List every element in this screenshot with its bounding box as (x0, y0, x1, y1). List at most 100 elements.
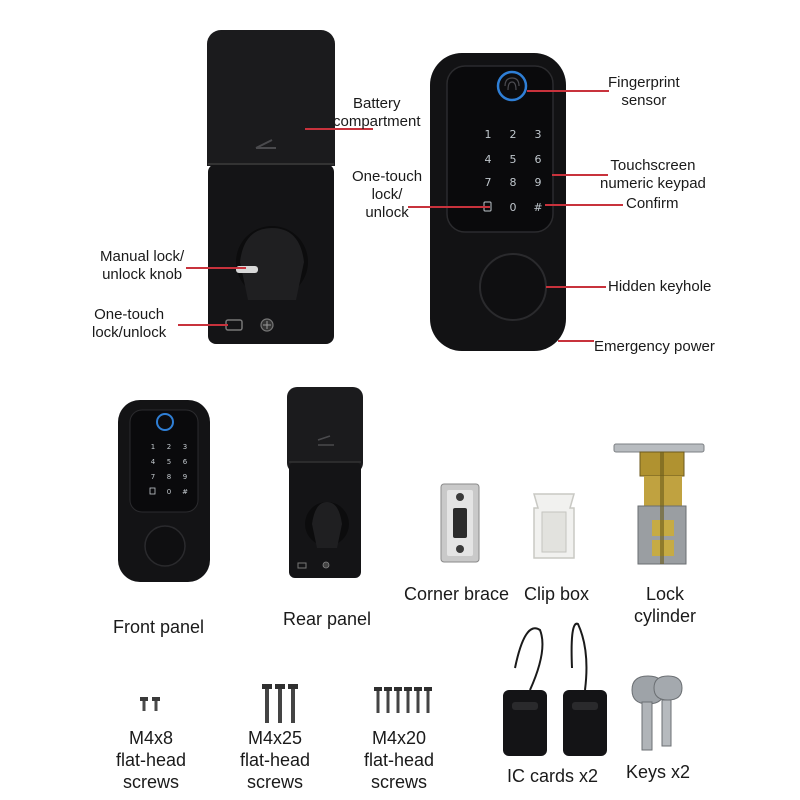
label-line: numeric keypad (600, 175, 706, 192)
label-line: flat-head (116, 750, 187, 770)
key-icon (653, 675, 683, 747)
mini-key-3: 3 (183, 443, 187, 451)
callout-line-onetouch-rear (178, 324, 228, 326)
screw-icon (374, 687, 382, 713)
label-line: screws (123, 772, 180, 792)
label-line: sensor (621, 92, 667, 109)
label-confirm: Confirm (626, 195, 679, 212)
mini-key-1: 1 (151, 443, 155, 451)
label-lock-cylinder: Lock cylinder (634, 583, 696, 627)
mini-key-6: 6 (183, 458, 188, 466)
screw-icon (288, 684, 298, 723)
key-5[interactable]: 5 (510, 153, 517, 166)
callout-line-keypad (552, 174, 608, 176)
mini-key-2: 2 (167, 443, 171, 451)
callout-line-knob (186, 267, 246, 269)
label-rear-panel: Rear panel (283, 609, 372, 629)
label-m4x25: M4x25 flat-head screws (240, 727, 310, 793)
label-m4x8: M4x8 flat-head screws (116, 727, 186, 793)
label-line: Lock (646, 584, 685, 604)
label-line: Manual lock/ (100, 248, 185, 265)
label-front-panel: Front panel (113, 617, 205, 637)
key-8[interactable]: 8 (510, 176, 517, 189)
key-2[interactable]: 2 (510, 128, 517, 141)
key-3[interactable]: 3 (535, 128, 542, 141)
label-line: Fingerprint (608, 74, 680, 91)
label-line: M4x25 (248, 728, 303, 748)
mini-key-7: 7 (151, 473, 155, 481)
label-line: Touchscreen (610, 157, 696, 174)
label-line: unlock knob (102, 266, 183, 283)
mini-key-9: 9 (183, 473, 187, 481)
label-one-touch-front: One-touch lock/ unlock (352, 168, 422, 222)
mini-lock-key-icon (149, 487, 156, 495)
label-line: M4x20 (372, 728, 427, 748)
label-clip-box: Clip box (524, 584, 590, 604)
label-manual-knob: Manual lock/ unlock knob (100, 248, 184, 284)
label-line: compartment (333, 113, 421, 130)
label-line: Battery (353, 95, 401, 112)
label-one-touch-rear: One-touch lock/unlock (92, 306, 166, 342)
screw-icon (152, 697, 160, 711)
mini-key-4: 4 (151, 458, 156, 466)
label-line: unlock (365, 204, 409, 221)
mini-key-0: 0 (167, 488, 171, 496)
key-9[interactable]: 9 (535, 176, 542, 189)
label-ic-cards: IC cards x2 (507, 766, 599, 786)
screw-icon (414, 687, 422, 713)
touch-keypad[interactable]: 1 2 3 4 5 6 7 8 9 0 # (468, 122, 588, 242)
label-line: screws (247, 772, 304, 792)
callout-line-fingerprint (527, 90, 609, 92)
label-line: One-touch (94, 306, 165, 323)
callout-line-onetouch-front (408, 206, 490, 208)
key-1[interactable]: 1 (485, 128, 492, 141)
label-line: lock/unlock (92, 324, 167, 341)
label-line: M4x8 (129, 728, 174, 748)
callout-line-confirm (545, 204, 623, 206)
screw-icon (275, 684, 285, 723)
label-line: One-touch (352, 168, 423, 185)
label-battery-compartment: Battery compartment (333, 95, 421, 131)
label-hidden-keyhole: Hidden keyhole (608, 278, 712, 295)
label-line: flat-head (240, 750, 311, 770)
mini-key-5: 5 (167, 458, 171, 466)
label-line: screws (371, 772, 428, 792)
key-6[interactable]: 6 (535, 153, 542, 166)
label-touchscreen-keypad: Touchscreen numeric keypad (600, 157, 706, 193)
screw-icon (424, 687, 432, 713)
screw-icon (140, 697, 148, 711)
label-keys: Keys x2 (626, 762, 691, 782)
screw-icon (394, 687, 402, 713)
screw-icon (404, 687, 412, 713)
label-line: lock/ (371, 186, 403, 203)
callout-line-battery (305, 128, 373, 130)
key-7[interactable]: 7 (485, 176, 492, 189)
callout-line-emergency (558, 340, 594, 342)
callout-line-keyhole (546, 286, 606, 288)
front-panel-keypad: 1 2 3 4 5 6 7 8 9 0 # (149, 443, 188, 496)
label-emergency-power: Emergency power (594, 338, 715, 355)
screw-icon (384, 687, 392, 713)
label-line: flat-head (364, 750, 435, 770)
label-line: cylinder (634, 606, 697, 626)
mini-key-8: 8 (167, 473, 171, 481)
label-corner-brace: Corner brace (404, 584, 510, 604)
key-0[interactable]: 0 (510, 201, 517, 214)
key-4[interactable]: 4 (485, 153, 492, 166)
key-confirm[interactable]: # (533, 201, 542, 214)
label-fingerprint-sensor: Fingerprint sensor (608, 74, 680, 110)
mini-key-confirm: # (182, 488, 188, 496)
label-m4x20: M4x20 flat-head screws (364, 727, 434, 793)
